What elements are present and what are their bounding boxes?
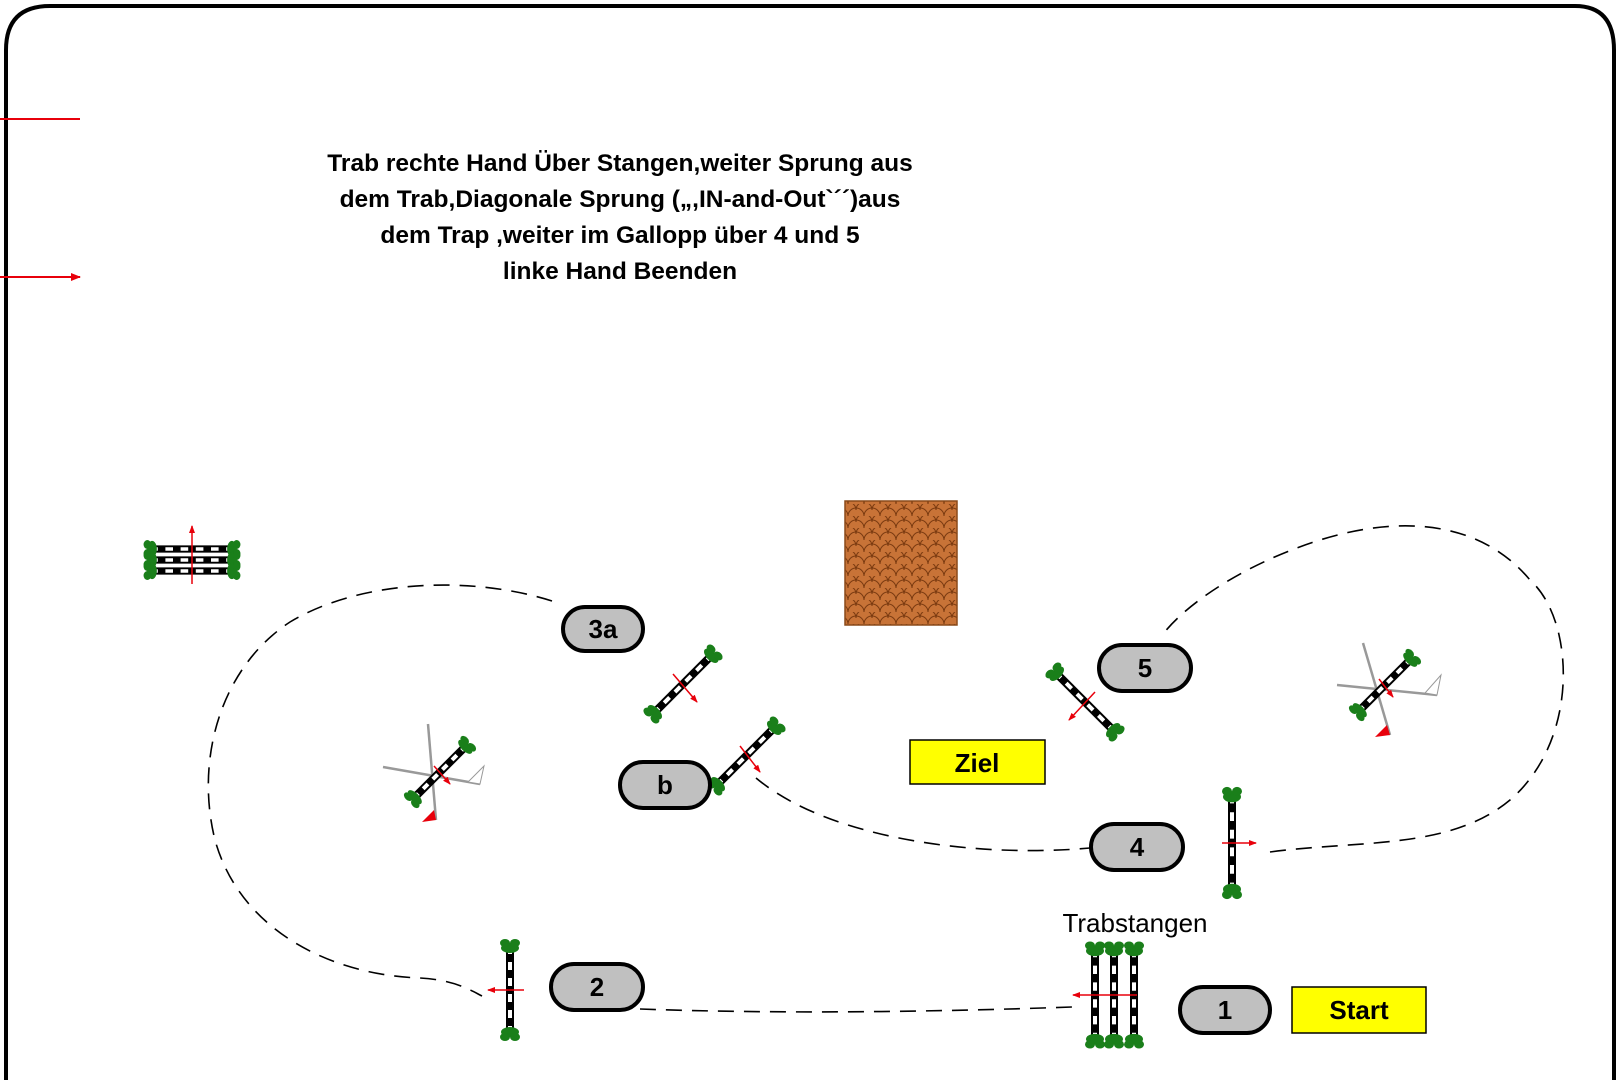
course-path-right [1162, 525, 1565, 853]
cross-jump-left-icon [382, 723, 485, 822]
description-line-2: dem Trab,Diagonale Sprung („,IN-and-Out`… [339, 186, 901, 213]
course-path-bottom [639, 1006, 1073, 1013]
jump-b-icon [705, 715, 788, 798]
marker-5-label: 5 [1138, 653, 1152, 683]
wall-obstacle-icon [844, 500, 958, 626]
marker-2: 2 [549, 962, 645, 1012]
description-line-4: linke Hand Beenden [502, 258, 738, 285]
marker-b-label: b [657, 770, 673, 800]
jump-5-icon [1044, 661, 1127, 744]
course-path-middle [755, 777, 1091, 852]
marker-4: 4 [1089, 822, 1185, 872]
description-line-1: Trab rechte Hand Über Stangen,weiter Spr… [327, 150, 913, 177]
marker-1: 1 [1178, 985, 1272, 1035]
finish-label: Ziel [955, 748, 1000, 778]
arena-border [4, 4, 1616, 1080]
jump-2-icon [487, 939, 524, 1041]
jump-4-icon [1222, 787, 1257, 899]
start-label: Start [1329, 995, 1389, 1025]
course-description: Trab rechte Hand Über Stangen,weiter Spr… [240, 146, 1000, 290]
marker-1-label: 1 [1218, 995, 1232, 1025]
marker-3a: 3a [561, 605, 645, 653]
marker-4-label: 4 [1130, 832, 1145, 862]
finish-box: Ziel [909, 739, 1046, 785]
jump-3a-icon [642, 643, 725, 726]
course-path-left [207, 584, 553, 997]
marker-b: b [618, 760, 712, 810]
trot-poles-label: Trabstangen [1062, 908, 1207, 938]
triple-bar-jump-icon [144, 525, 241, 584]
trot-poles-icon [1072, 941, 1144, 1048]
cross-jump-right-icon [1336, 642, 1442, 737]
marker-2-label: 2 [590, 972, 604, 1002]
start-box: Start [1291, 986, 1427, 1034]
description-line-3: dem Trap ,weiter im Gallopp über 4 und 5 [380, 222, 860, 249]
marker-3a-label: 3a [589, 614, 618, 644]
marker-5: 5 [1097, 643, 1193, 693]
